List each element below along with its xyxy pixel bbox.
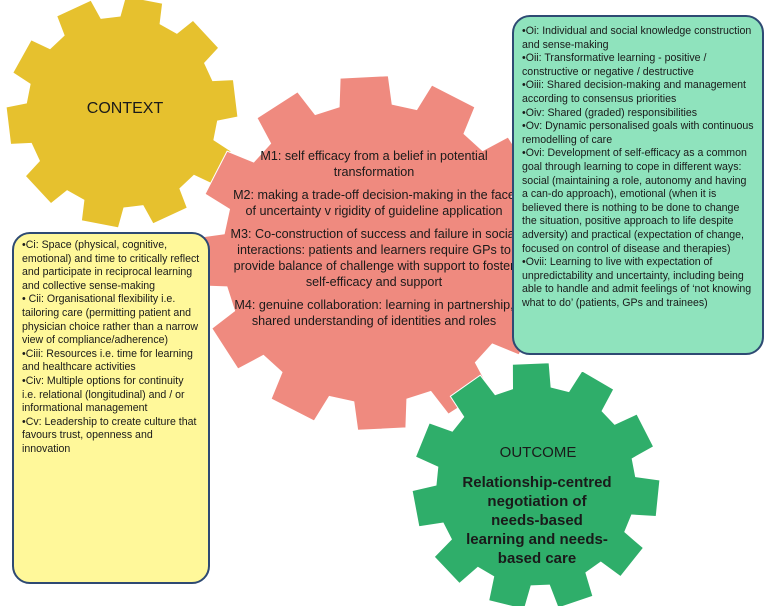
mechanism-item: M3: Co-construction of success and failu… (230, 227, 518, 289)
mechanism-item: M4: genuine collaboration: learning in p… (234, 298, 514, 328)
mechanism-text: M1: self efficacy from a belief in poten… (228, 148, 520, 336)
context-item: •Cv: Leadership to create culture that f… (22, 415, 197, 455)
outcome-title: OUTCOME (499, 444, 577, 461)
outcome-box: •Oi: Individual and social knowledge con… (512, 15, 764, 355)
context-item: •Civ: Multiple options for continuity i.… (22, 374, 185, 415)
outcome-item: •Oii: Transformative learning - positive… (522, 52, 707, 78)
outcome-gear (411, 362, 661, 606)
context-gear (5, 0, 239, 229)
context-item: •Ciii: Resources i.e. time for learning … (22, 347, 193, 374)
context-item: • Cii: Organisational flexibility i.e. t… (22, 293, 199, 347)
context-box: •Ci: Space (physical, cognitive, emotion… (12, 232, 210, 584)
mechanism-gear (195, 75, 551, 431)
mechanism-item: M1: self efficacy from a belief in poten… (260, 149, 488, 179)
outcome-item: •Ov: Dynamic personalised goals with con… (522, 120, 754, 146)
outcome-subtitle: Relationship-centred negotiation of need… (462, 474, 612, 567)
outcome-item: •Ovii: Learning to live with expectation… (522, 256, 752, 309)
outcome-item: •Oiv: Shared (graded) responsibilities (522, 106, 698, 119)
context-item: •Ci: Space (physical, cognitive, emotion… (22, 239, 200, 292)
context-title: CONTEXT (86, 100, 164, 117)
outcome-list: •Oi: Individual and social knowledge con… (522, 25, 754, 310)
context-list: •Ci: Space (physical, cognitive, emotion… (22, 239, 200, 457)
outcome-item: •Oiii: Shared decision-making and manage… (522, 79, 746, 105)
outcome-item: •Oi: Individual and social knowledge con… (522, 25, 752, 51)
outcome-item: •Ovi: Development of self-efficacy as a … (522, 147, 747, 255)
mechanism-item: M2: making a trade-off decision-making i… (233, 188, 515, 218)
